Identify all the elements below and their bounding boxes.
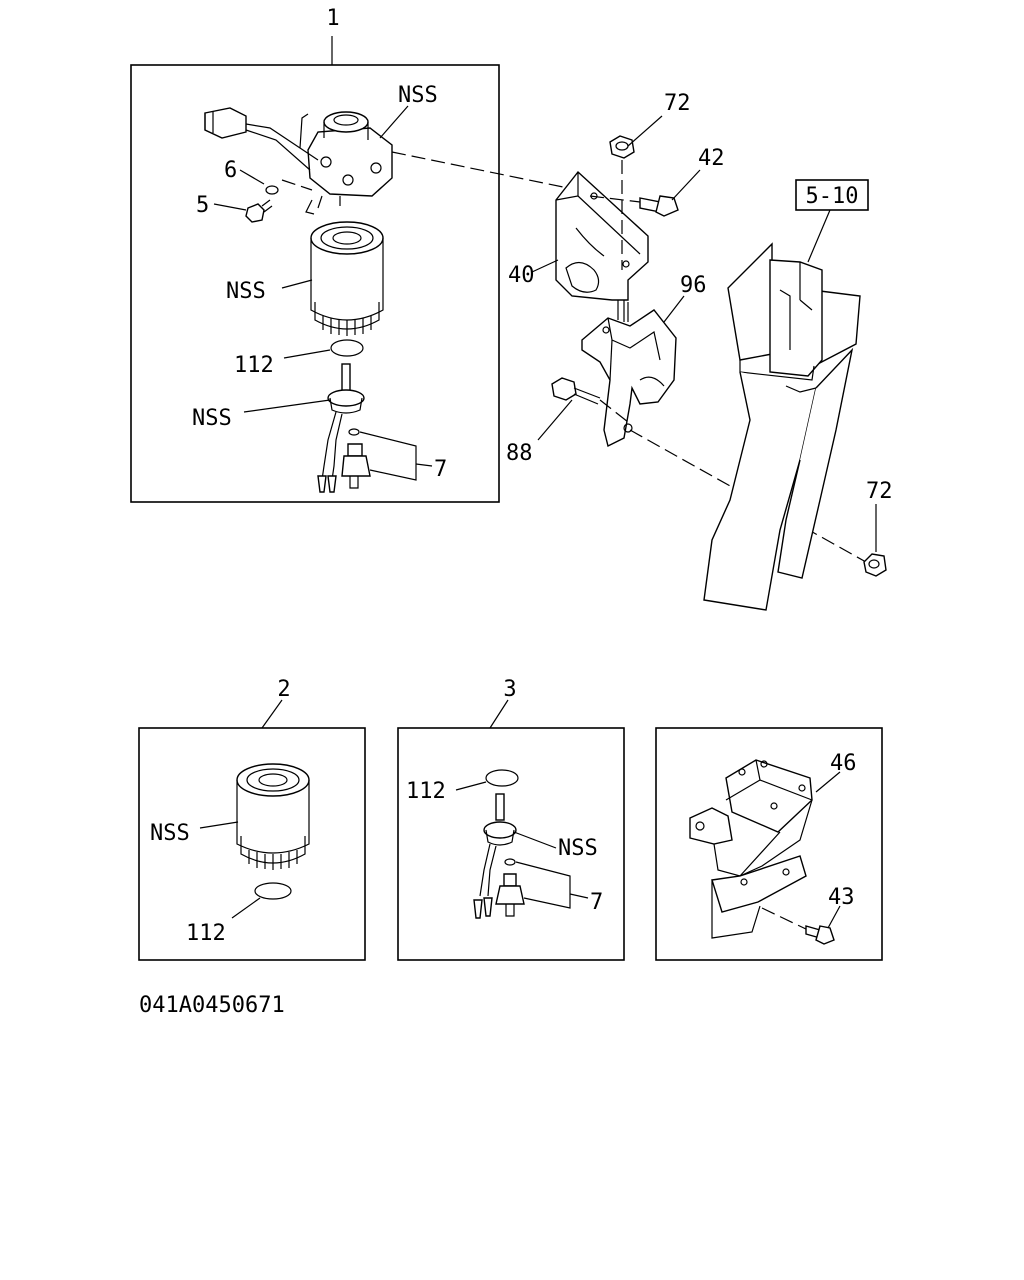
leader-6	[239, 169, 265, 185]
panel-2: 2 NSS 112	[138, 677, 366, 961]
leader-nss-head	[379, 105, 409, 139]
label-72-lower: 72	[866, 479, 893, 504]
callout-2-leader	[261, 699, 283, 729]
callout-3: 3	[503, 677, 516, 702]
bolt-43	[805, 925, 835, 945]
bolt-42	[589, 195, 679, 217]
nut-72-lower	[863, 553, 887, 577]
panel-4-frame	[655, 727, 883, 961]
bracket-7	[359, 431, 417, 481]
o-ring-112	[330, 339, 364, 357]
leader-88	[537, 399, 573, 441]
leader-nss-element	[281, 279, 313, 289]
filter-element	[310, 221, 384, 336]
label-46: 46	[830, 751, 857, 776]
ref-box-5-10	[795, 179, 869, 211]
label-112-3: 112	[406, 779, 446, 804]
label-40: 40	[508, 263, 535, 288]
label-7: 7	[434, 457, 447, 482]
leader-5	[213, 203, 247, 211]
leader-112	[283, 349, 331, 359]
label-6: 6	[224, 158, 237, 183]
nut-72-top	[609, 135, 635, 159]
bolt-88	[551, 377, 629, 423]
panel-2-frame	[138, 727, 366, 961]
leader-5-10	[807, 209, 831, 263]
leader-7-3	[569, 893, 589, 899]
label-88: 88	[506, 441, 533, 466]
bracket-96	[581, 300, 677, 448]
drain-plug-3	[495, 858, 525, 917]
label-7-3: 7	[590, 890, 603, 915]
drawing-number: 041A0450671	[139, 993, 285, 1018]
water-sensor	[317, 363, 365, 493]
panel-1-frame	[130, 64, 500, 503]
bracket-7-3	[515, 861, 571, 909]
sensor-connector	[204, 107, 319, 171]
o-ring-112-2	[254, 882, 292, 900]
leader-72-top	[627, 115, 663, 147]
label-nss-element: NSS	[226, 279, 266, 304]
label-nss-sensor: NSS	[192, 406, 232, 431]
label-43: 43	[828, 885, 855, 910]
leader-43	[827, 905, 841, 929]
leader-40	[531, 259, 559, 273]
frame-member	[703, 242, 861, 611]
leader-112-3	[455, 781, 487, 791]
leader-nss-3	[513, 831, 557, 849]
label-nss-2: NSS	[150, 821, 190, 846]
washer-6	[265, 185, 279, 195]
water-sensor-3	[473, 793, 517, 919]
bracket-46	[689, 759, 813, 939]
filter-head	[305, 111, 393, 215]
panel-4: 46 43	[655, 727, 883, 961]
label-nss-head: NSS	[398, 83, 438, 108]
dash-6	[281, 179, 313, 191]
drain-plug	[341, 428, 371, 489]
label-nss-3: NSS	[558, 836, 598, 861]
leader-7	[415, 463, 433, 467]
label-112: 112	[234, 353, 274, 378]
leader-nss-sensor	[243, 399, 331, 413]
dash-88-72	[629, 429, 867, 563]
callout-1: 1	[326, 6, 339, 31]
dash-head-bracket	[391, 151, 569, 189]
label-ref-5-10: 5-10	[806, 184, 859, 209]
label-96: 96	[680, 273, 707, 298]
leader-nss-2	[199, 821, 239, 829]
label-112-2: 112	[186, 921, 226, 946]
leader-46	[815, 771, 841, 793]
label-5: 5	[196, 193, 209, 218]
leader-96	[663, 295, 685, 323]
callout-2: 2	[277, 677, 290, 702]
label-72-top: 72	[664, 91, 691, 116]
label-42: 42	[698, 146, 725, 171]
callout-3-leader	[489, 699, 509, 729]
bolt-5	[245, 199, 273, 223]
bracket-40	[555, 170, 649, 301]
filter-element-2	[236, 763, 310, 870]
panel-3: 3 112 NSS 7	[397, 677, 625, 961]
panel-1: 1 NSS 6	[130, 6, 500, 503]
leader-42	[671, 169, 701, 201]
leader-112-2	[231, 897, 261, 919]
o-ring-112-3	[485, 769, 519, 787]
panel-3-frame	[397, 727, 625, 961]
